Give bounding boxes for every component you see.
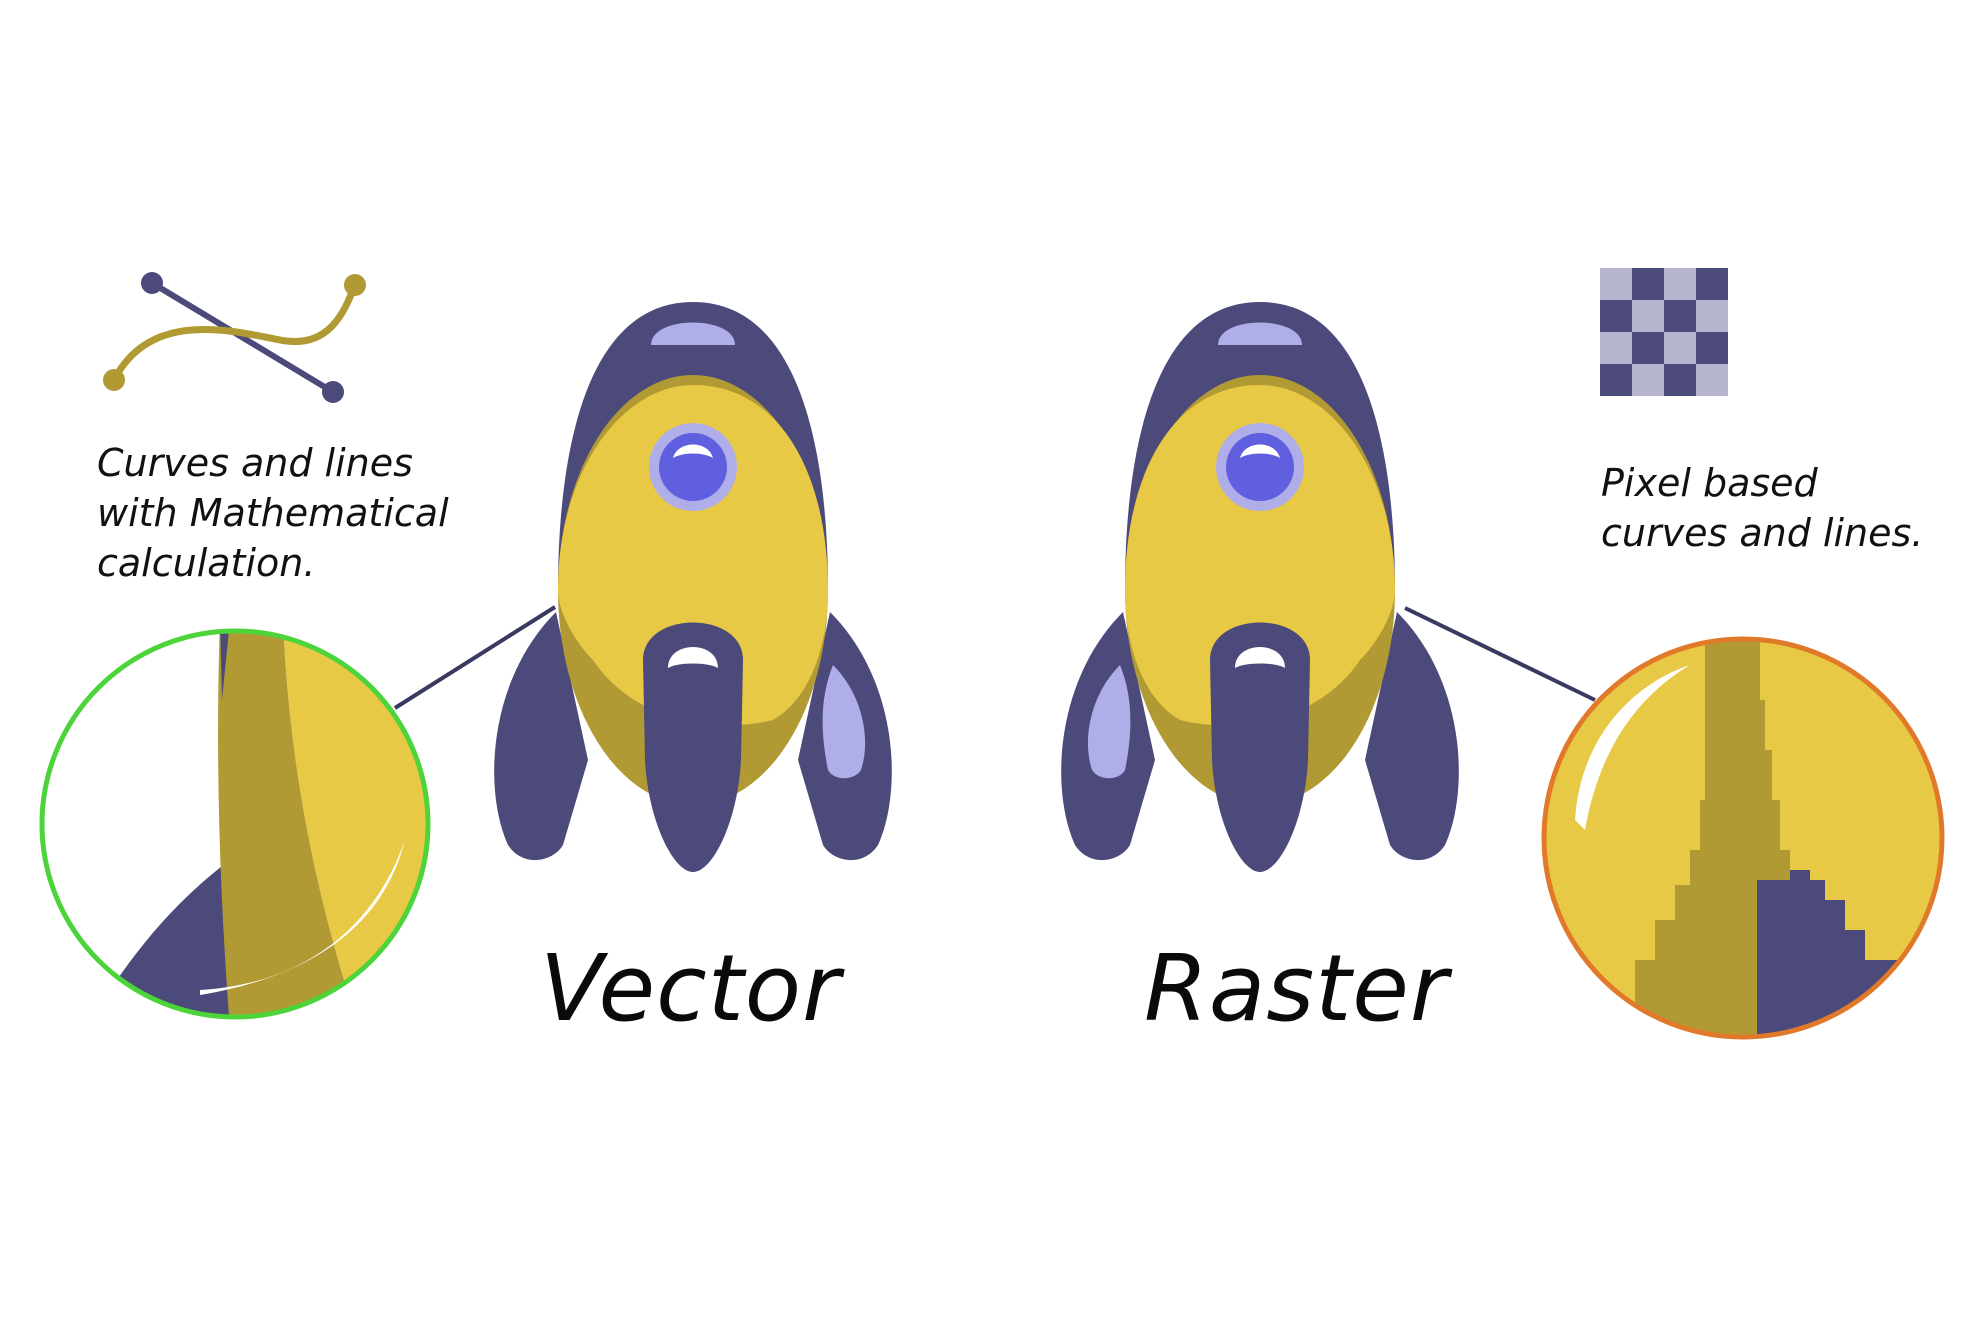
pixel-cell [1696, 332, 1728, 364]
pixel-cell [1632, 268, 1664, 300]
raster-title: Raster [1144, 935, 1449, 1042]
vector-leader-line [393, 605, 557, 710]
pixel-cell [1696, 268, 1728, 300]
pixel-cell [1664, 332, 1696, 364]
raster-rocket [1061, 302, 1459, 872]
pixel-cell [1600, 364, 1632, 396]
vector-title: Vector [540, 935, 841, 1042]
pixel-cell [1664, 364, 1696, 396]
raster-leader-line [1404, 606, 1596, 702]
vector-caption: Curves and lines with Mathematical calcu… [97, 441, 449, 585]
pixel-cell [1600, 300, 1632, 332]
pixel-cell [1664, 268, 1696, 300]
pixel-cell [1632, 332, 1664, 364]
pixel-cell [1600, 332, 1632, 364]
raster-zoom-lens [1541, 636, 1945, 1040]
pixel-cell [1632, 300, 1664, 332]
pixel-cell [1696, 364, 1728, 396]
raster-caption: Pixel based curves and lines. [1601, 461, 1924, 555]
pixel-cell [1632, 364, 1664, 396]
pixel-cell [1664, 300, 1696, 332]
pixel-grid-icon [1600, 268, 1728, 396]
pixel-cell [1696, 300, 1728, 332]
vector-zoom-lens [39, 628, 431, 1020]
pixel-cell [1600, 268, 1632, 300]
vector-rocket [494, 302, 892, 872]
bezier-curve-icon [103, 272, 366, 403]
